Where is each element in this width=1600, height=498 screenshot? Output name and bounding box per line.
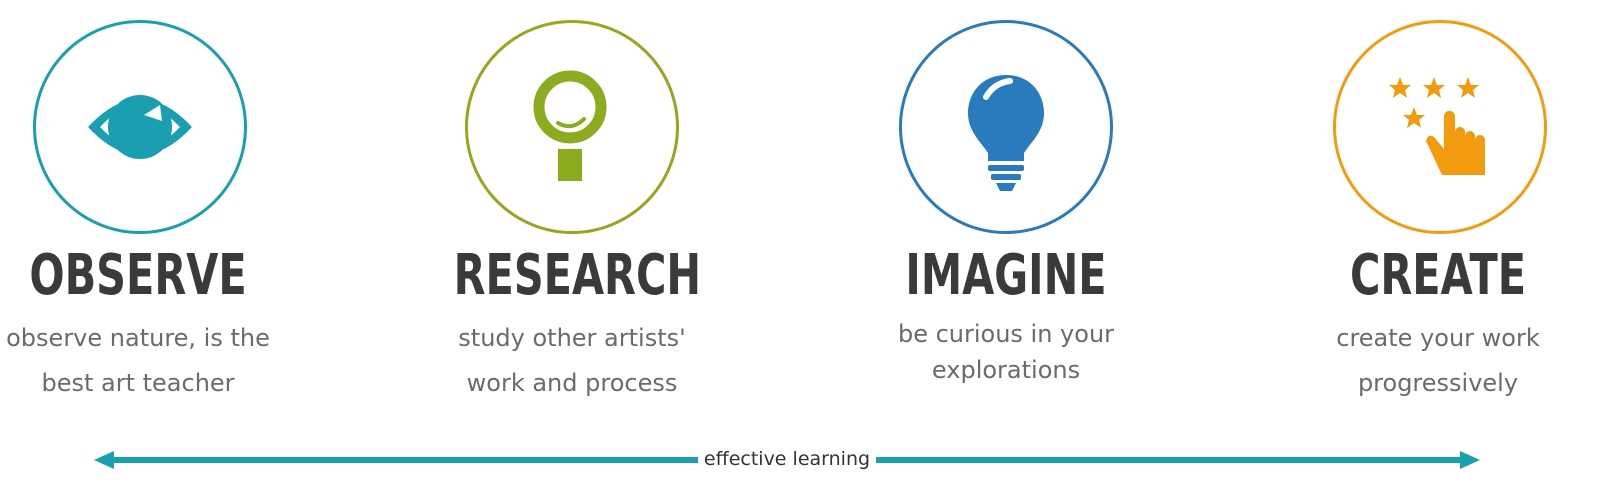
magnifier-icon	[533, 70, 607, 181]
imagine-desc-line-1: be curious in your	[897, 320, 1115, 348]
observe-title: OBSERVE	[29, 243, 247, 308]
step-create: CREATE create your work progressively	[1278, 0, 1598, 420]
eye-icon	[88, 95, 192, 159]
imagine-title: IMAGINE	[905, 243, 1107, 308]
create-desc-line-2: progressively	[1357, 369, 1519, 397]
observe-desc-line-1: observe nature, is the	[6, 324, 270, 352]
stars-hand-icon	[1389, 77, 1485, 175]
step-observe: OBSERVE observe nature, is the best art …	[0, 0, 298, 420]
imagine-desc-line-2: explorations	[931, 356, 1081, 384]
observe-ring	[33, 20, 247, 234]
create-title: CREATE	[1349, 243, 1527, 308]
research-description: study other artists' work and process	[412, 316, 732, 406]
create-desc-line-1: create your work	[1336, 324, 1540, 352]
arrow-label: effective learning	[92, 447, 1482, 471]
research-desc-line-2: work and process	[466, 369, 678, 397]
imagine-ring	[899, 20, 1113, 234]
observe-desc-line-2: best art teacher	[41, 369, 235, 397]
research-desc-line-1: study other artists'	[458, 324, 686, 352]
create-description: create your work progressively	[1278, 316, 1598, 406]
research-ring	[465, 20, 679, 234]
lightbulb-icon	[968, 75, 1044, 191]
effective-learning-arrow: effective learning	[92, 444, 1482, 478]
research-title: RESEARCH	[453, 243, 702, 308]
create-ring	[1333, 20, 1547, 234]
observe-description: observe nature, is the best art teacher	[0, 316, 298, 406]
step-research: RESEARCH study other artists' work and p…	[412, 0, 732, 420]
imagine-description: be curious in your explorations	[846, 316, 1166, 388]
arrow-label-text: effective learning	[697, 448, 877, 470]
step-imagine: IMAGINE be curious in your explorations	[846, 0, 1166, 420]
